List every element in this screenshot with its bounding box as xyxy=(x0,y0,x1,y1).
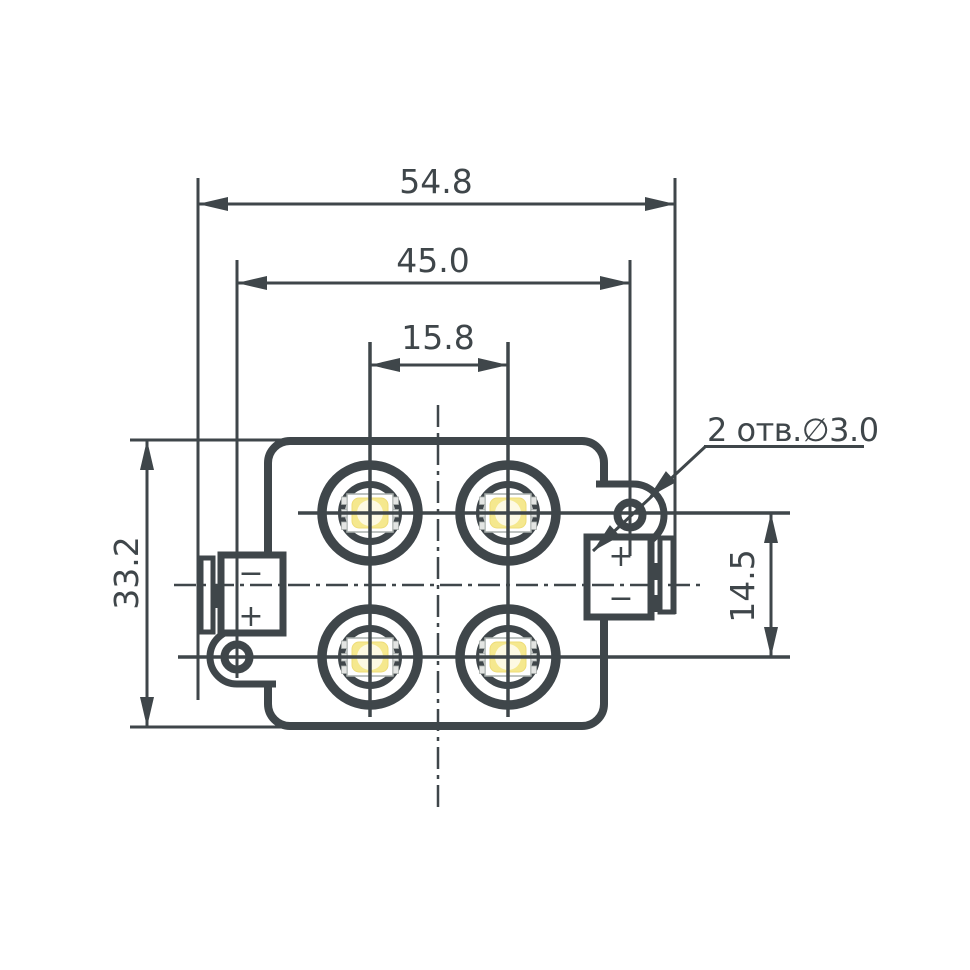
dim-label-body-height: 33.2 xyxy=(107,536,146,609)
dimension-hole-offset: 14.5 xyxy=(723,513,778,657)
arrowhead-left-icon xyxy=(370,358,400,372)
arrowhead-down-icon xyxy=(764,627,778,657)
dim-label-hole-spacing: 45.0 xyxy=(396,241,469,280)
extension-lines xyxy=(130,178,677,729)
connector-left: − + xyxy=(198,551,287,637)
arrowhead-right-icon xyxy=(645,197,675,211)
connector-left-block xyxy=(217,551,287,637)
arrowhead-up-icon xyxy=(140,440,154,470)
arrowhead-down-icon xyxy=(140,697,154,727)
leader-arrowhead-icon xyxy=(649,471,677,497)
centerlines xyxy=(174,405,700,808)
dim-label-led-spacing: 15.8 xyxy=(401,318,474,357)
hole-note-callout: 2 отв.∅3.0 xyxy=(591,411,879,553)
arrowhead-right-icon xyxy=(600,276,630,290)
arrowhead-left-icon xyxy=(237,276,267,290)
dimension-hole-spacing: 45.0 xyxy=(237,241,630,290)
arrowhead-right-icon xyxy=(478,358,508,372)
arrowhead-left-icon xyxy=(198,197,228,211)
dimension-led-spacing: 15.8 xyxy=(370,318,508,372)
dim-label-overall-width: 54.8 xyxy=(399,162,472,201)
arrowhead-up-icon xyxy=(764,513,778,543)
dim-label-hole-offset: 14.5 xyxy=(723,549,762,622)
crosshair-lines xyxy=(178,342,790,717)
connector-right-block xyxy=(583,533,655,621)
polarity-right-bottom: − xyxy=(608,581,633,616)
hole-note-label: 2 отв.∅3.0 xyxy=(707,411,879,449)
leader-arrowhead-icon xyxy=(593,525,621,551)
connector-right: + − xyxy=(583,533,676,621)
polarity-left-bottom: + xyxy=(238,599,263,634)
dimension-body-height: 33.2 xyxy=(107,440,154,727)
dimension-overall-width: 54.8 xyxy=(198,162,675,211)
